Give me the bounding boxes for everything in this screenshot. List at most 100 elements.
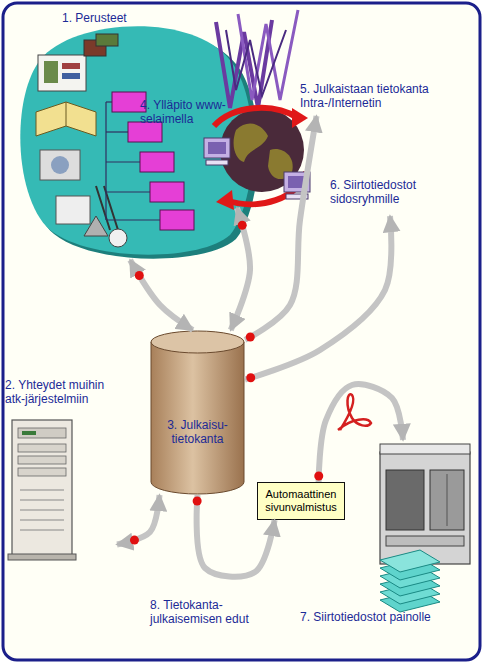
printing-press — [447, 474, 448, 526]
foundation-blob — [40, 150, 80, 180]
cylinder-outline — [150, 330, 245, 495]
foundation-blob — [62, 73, 80, 79]
server-tower — [8, 554, 76, 560]
server-tower — [18, 468, 66, 476]
server-tower — [12, 420, 72, 556]
node-text: 2. Yhteydet muihin atk-järjestelmiin — [5, 378, 117, 406]
node-text: 5. Julkaistaan tietokanta Intra-/Interne… — [300, 82, 465, 110]
arrow-tail-dot — [135, 271, 144, 280]
connector-group — [117, 495, 160, 545]
server-area: 2. Yhteydet muihin atk-järjestelmiin — [5, 378, 117, 563]
www-globe — [292, 108, 308, 128]
foundation-blob — [106, 161, 140, 162]
www-globe — [284, 172, 310, 192]
www-globe — [288, 176, 306, 188]
pdf-symbol — [338, 394, 371, 430]
connector-group — [231, 208, 250, 330]
www-globe — [206, 160, 228, 165]
www-globe — [238, 10, 298, 100]
printing-press — [380, 550, 440, 572]
printing-press — [380, 444, 470, 612]
server-tower — [18, 444, 66, 452]
globe-area: 4. Ylläpito www-selaimella — [138, 8, 303, 208]
text-node: 5. Julkaistaan tietokanta Intra-/Interne… — [300, 82, 465, 116]
foundation-blob — [106, 219, 160, 220]
foundation-blob — [160, 210, 194, 230]
foundation-blob — [106, 191, 150, 192]
arrow-tail-dot — [246, 373, 255, 382]
caption-label: 8. Tietokanta- julkaisemisen edut — [150, 598, 265, 626]
foundation-blob — [62, 63, 80, 69]
foundation-blob — [38, 55, 86, 91]
server-tower — [22, 431, 36, 435]
foundation-blob — [44, 61, 58, 83]
www-globe — [226, 30, 286, 96]
server-tower — [8, 420, 76, 560]
pdf-symbol — [338, 394, 371, 430]
foundation-blob — [140, 152, 174, 172]
curved-arrow — [231, 208, 250, 330]
foundation-blob — [36, 102, 96, 136]
server-tower — [20, 530, 64, 531]
foundation-blob — [150, 182, 184, 202]
curved-arrow — [117, 495, 160, 545]
foundation-blob — [96, 34, 118, 46]
server-tower — [20, 500, 64, 501]
arrow-tail-dot — [246, 333, 255, 342]
printing-press — [386, 536, 464, 546]
node-text: 3. Julkaisu- tietokanta — [155, 418, 240, 446]
foundation-blob — [56, 196, 90, 224]
arrow-tail-dot — [193, 496, 202, 505]
cylinder-body — [151, 342, 244, 494]
server-tower — [18, 456, 66, 464]
server-tower — [20, 520, 64, 521]
curved-arrow — [130, 260, 193, 330]
connector-group — [130, 260, 193, 330]
node-text: 4. Ylläpito www-selaimella — [140, 98, 230, 126]
connector-group — [245, 116, 317, 342]
printing-press — [380, 444, 470, 454]
connector-group — [245, 216, 391, 382]
foundation-blob — [106, 131, 128, 132]
node-text: 1. Perusteet — [62, 11, 182, 25]
printing-press — [386, 470, 424, 530]
printing-press — [380, 452, 470, 564]
server-tower — [18, 428, 66, 438]
curved-arrow — [245, 116, 317, 340]
node-text: 6. Siirtotiedostot sidosryhmille — [330, 178, 450, 206]
page-frame — [3, 3, 480, 660]
www-globe — [216, 190, 234, 210]
node-text: Automaattinen sivunvalmistus — [258, 488, 344, 514]
foundation-blob — [66, 102, 67, 126]
arrow-tail-dot — [238, 221, 247, 230]
topic-area: 1. Perusteet — [15, 5, 250, 260]
connector-group — [193, 495, 275, 577]
www-globe — [208, 142, 226, 154]
printing-press — [430, 470, 464, 530]
connector-group — [314, 384, 403, 482]
arrow-tail-dot — [130, 536, 139, 545]
foundation-blob — [51, 156, 69, 174]
cylinder-top — [151, 331, 244, 353]
curved-arrow — [197, 495, 275, 577]
foundation-blob — [106, 101, 112, 102]
foundation-blob — [109, 229, 127, 247]
server-tower — [20, 490, 64, 491]
foundation-blob — [20, 26, 252, 255]
foundation-blob — [84, 216, 108, 236]
www-globe — [286, 194, 308, 199]
text-node: 6. Siirtotiedostot sidosryhmille — [330, 178, 450, 216]
www-globe — [214, 108, 298, 126]
page-frame — [3, 3, 480, 660]
database-cylinder: 3. Julkaisu- tietokanta — [150, 330, 245, 495]
arrow-tail-dot — [314, 472, 323, 481]
node-text: 7. Siirtotiedostot painolle — [300, 610, 470, 624]
server-tower — [20, 510, 64, 511]
foundation-blob — [105, 102, 106, 220]
www-globe — [204, 138, 230, 158]
curved-arrow — [319, 384, 403, 482]
